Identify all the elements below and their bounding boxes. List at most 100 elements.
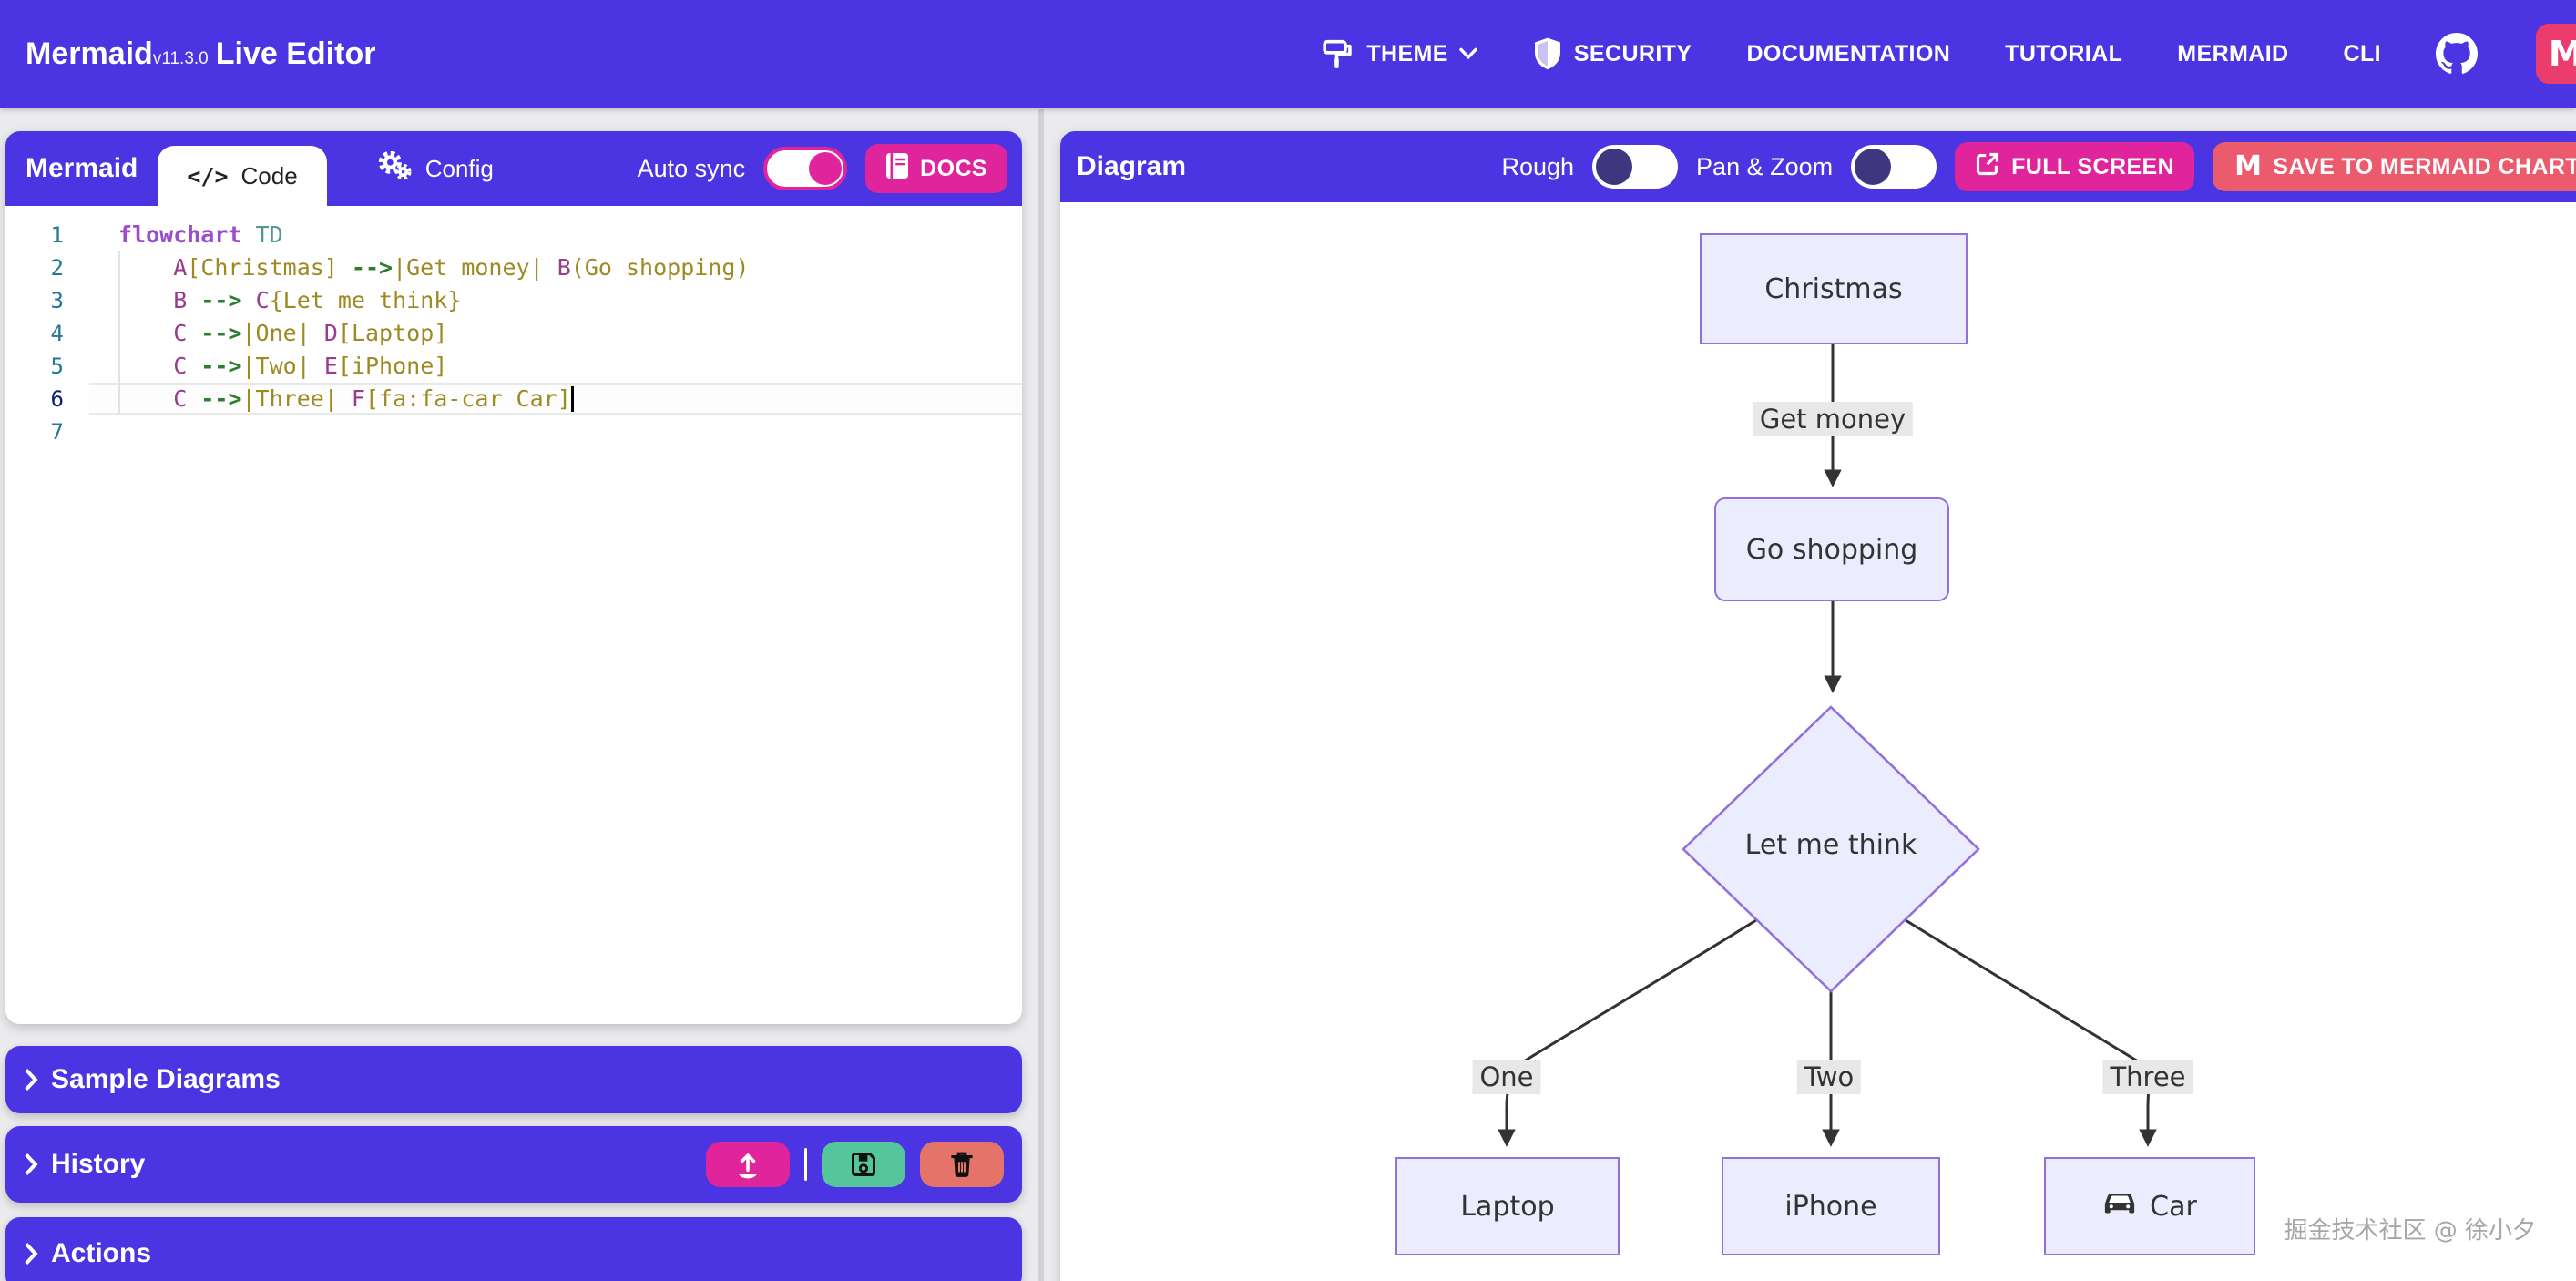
full-screen-label: FULL SCREEN xyxy=(2011,153,2175,179)
toggle-knob xyxy=(1855,149,1892,185)
node-let-me-think-shape[interactable] xyxy=(1682,705,1980,993)
tab-config[interactable]: Config xyxy=(349,138,523,199)
code-line[interactable]: 6 C -->|Three| F[fa:fa-car Car] xyxy=(5,383,1022,415)
toggle-knob xyxy=(809,152,843,185)
chevron-down-icon xyxy=(1459,47,1477,60)
actions-label: Actions xyxy=(51,1238,152,1268)
rough-label: Rough xyxy=(1501,152,1575,180)
chevron-right-icon xyxy=(24,1068,38,1091)
node-go-shopping[interactable]: Go shopping xyxy=(1714,497,1949,601)
node-let-me-think-label: Let me think xyxy=(1744,829,1917,861)
indent-guide xyxy=(118,251,120,415)
nav-documentation-label: DOCUMENTATION xyxy=(1746,40,1951,67)
editor-header: Mermaid </> Code Config Auto sync DOCS xyxy=(5,131,1022,206)
node-iphone[interactable]: iPhone xyxy=(1722,1157,1940,1255)
edge-label-two: Two xyxy=(1796,1060,1862,1094)
history-panel[interactable]: History xyxy=(5,1126,1022,1203)
code-line[interactable]: 3 B --> C{Let me think} xyxy=(5,284,1022,317)
save-icon xyxy=(850,1151,877,1178)
app-logo[interactable]: Mermaid v11.3.0 Live Editor xyxy=(26,36,375,72)
nav-tutorial-label: TUTORIAL xyxy=(2005,40,2123,67)
top-bar: Mermaid v11.3.0 Live Editor THEME SECURI… xyxy=(0,0,2576,108)
divider xyxy=(804,1148,807,1181)
text-cursor xyxy=(570,386,574,412)
diagram-header: Diagram Rough Pan & Zoom FULL SCREEN M S… xyxy=(1060,131,2576,202)
line-number: 4 xyxy=(50,321,64,346)
pan-zoom-label: Pan & Zoom xyxy=(1696,152,1834,180)
flowchart-canvas: Christmas Go shopping Let me think Get m… xyxy=(1060,202,2576,1281)
auto-sync-label: Auto sync xyxy=(637,154,746,182)
diagram-panel-title: Diagram xyxy=(1077,151,1187,181)
brand-name: Mermaid xyxy=(26,36,153,71)
pan-zoom-toggle[interactable] xyxy=(1851,145,1937,189)
editor-panel: Mermaid </> Code Config Auto sync DOCS xyxy=(5,131,1022,1024)
upload-icon xyxy=(733,1150,762,1179)
nav-cli-label: CLI xyxy=(2343,40,2381,67)
github-link[interactable] xyxy=(2436,33,2478,75)
node-laptop[interactable]: Laptop xyxy=(1395,1157,1620,1255)
flowchart-edges xyxy=(1498,344,2157,1147)
save-history-button[interactable] xyxy=(822,1142,905,1187)
panel-splitter[interactable] xyxy=(1038,109,1044,1281)
code-line[interactable]: 5 C -->|Two| E[iPhone] xyxy=(5,350,1022,383)
nav-security-label: SECURITY xyxy=(1573,40,1692,67)
code-line[interactable]: 4 C -->|One| D[Laptop] xyxy=(5,317,1022,350)
delete-history-button[interactable] xyxy=(920,1142,1004,1187)
line-number: 2 xyxy=(50,255,64,281)
gear-icon xyxy=(378,150,413,187)
save-to-mermaid-chart-button[interactable]: M SAVE TO MERMAID CHART xyxy=(2213,142,2576,191)
docs-button[interactable]: DOCS xyxy=(865,144,1007,193)
nav-security[interactable]: SECURITY xyxy=(1532,36,1692,71)
rough-toggle[interactable] xyxy=(1592,145,1679,189)
nav-tutorial[interactable]: TUTORIAL xyxy=(2005,41,2122,67)
code-line[interactable]: 7 xyxy=(5,415,1022,448)
full-screen-button[interactable]: FULL SCREEN xyxy=(1955,142,2195,191)
external-link-icon xyxy=(1975,151,2000,183)
tab-config-label: Config xyxy=(424,154,494,182)
node-car-label: Car xyxy=(2150,1190,2197,1223)
sample-diagrams-label: Sample Diagrams xyxy=(51,1064,281,1094)
editor-panel-title: Mermaid xyxy=(26,153,138,183)
upload-history-button[interactable] xyxy=(706,1142,790,1187)
mermaid-chart-logo[interactable]: M xyxy=(2536,24,2576,84)
nav-theme[interactable]: THEME xyxy=(1321,36,1477,71)
chevron-right-icon xyxy=(24,1153,38,1176)
nav-mermaid-label: MERMAID xyxy=(2177,40,2289,67)
nav-mermaid[interactable]: MERMAID xyxy=(2177,41,2288,67)
docs-button-label: DOCS xyxy=(920,155,987,181)
brand-version: v11.3.0 xyxy=(152,48,209,68)
line-number: 7 xyxy=(50,419,64,445)
book-icon xyxy=(885,152,909,186)
sample-diagrams-panel[interactable]: Sample Diagrams xyxy=(5,1046,1022,1113)
tab-code[interactable]: </> Code xyxy=(158,146,327,206)
line-number: 1 xyxy=(50,222,64,248)
line-number: 3 xyxy=(50,288,64,313)
nav-theme-label: THEME xyxy=(1366,40,1448,67)
node-go-shopping-label: Go shopping xyxy=(1745,533,1918,566)
theme-icon xyxy=(1321,36,1355,71)
node-iphone-label: iPhone xyxy=(1784,1190,1877,1223)
nav-documentation[interactable]: DOCUMENTATION xyxy=(1746,41,1950,67)
actions-panel[interactable]: Actions xyxy=(5,1217,1022,1281)
history-label: History xyxy=(51,1149,146,1179)
auto-sync-toggle[interactable] xyxy=(763,147,848,190)
node-christmas[interactable]: Christmas xyxy=(1700,233,1968,344)
edge-label-get-money: Get money xyxy=(1752,402,1914,436)
edge-label-one: One xyxy=(1472,1060,1541,1094)
diagram-panel: Diagram Rough Pan & Zoom FULL SCREEN M S… xyxy=(1060,131,2576,1281)
line-number: 5 xyxy=(50,354,64,379)
code-line[interactable]: 2 A[Christmas] -->|Get money| B(Go shopp… xyxy=(5,251,1022,284)
node-car[interactable]: Car xyxy=(2044,1157,2255,1255)
brand-product: Live Editor xyxy=(215,36,376,71)
car-icon xyxy=(2102,1189,2137,1224)
nav-cli[interactable]: CLI xyxy=(2344,41,2381,67)
github-icon xyxy=(2436,33,2478,75)
edge-label-three: Three xyxy=(2102,1060,2193,1094)
save-to-mermaid-chart-label: SAVE TO MERMAID CHART xyxy=(2273,153,2576,179)
node-laptop-label: Laptop xyxy=(1460,1190,1555,1223)
watermark: 掘金技术社区 @ 徐小夕 xyxy=(2284,1217,2536,1245)
